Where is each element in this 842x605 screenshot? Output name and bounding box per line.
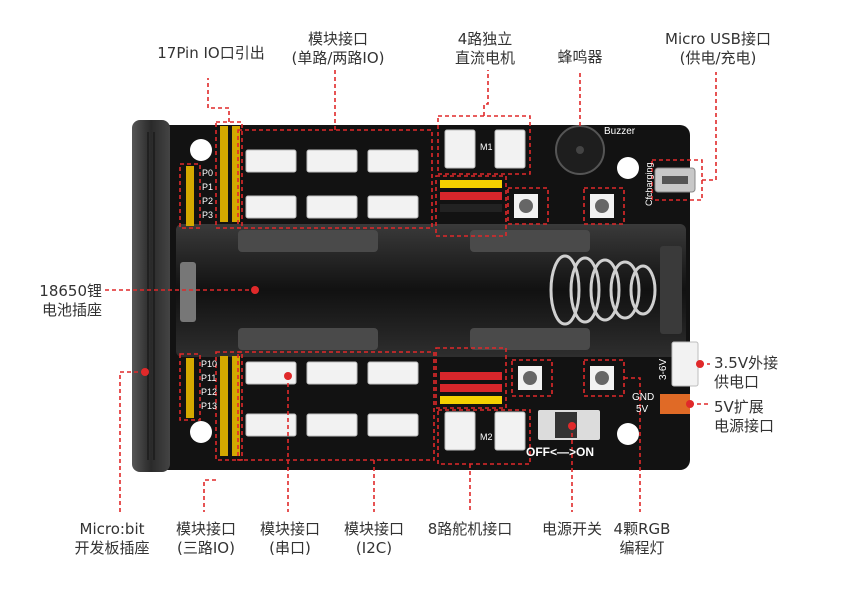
pin-label: P0 <box>202 168 213 178</box>
label-ext-power-out: 5V扩展 电源接口 <box>714 398 775 435</box>
silk-voltage: 3-6V <box>658 359 669 380</box>
pin-label: P12 <box>201 387 217 397</box>
mounting-holes <box>190 139 639 445</box>
pin-label: P13 <box>201 401 217 411</box>
label-micro-usb: Micro USB接口 (供电/充电) <box>665 30 771 67</box>
ext-power-out-connector <box>660 394 690 414</box>
label-battery: 18650锂 电池插座 <box>39 282 102 319</box>
rgb-leds <box>514 194 614 390</box>
label-pin-breakout: 17Pin IO口引出 <box>157 44 265 62</box>
label-power-switch: 电源开关 <box>541 520 602 538</box>
label-module-single-dual: 模块接口 (单路/两路IO) <box>291 30 385 67</box>
servo-headers-bottom <box>440 372 502 404</box>
microbit-socket <box>132 120 170 472</box>
pin-label: P11 <box>201 373 216 383</box>
motor-connectors <box>444 129 526 451</box>
label-microbit: Micro:bit 开发板插座 <box>74 520 150 557</box>
servo-headers-top <box>440 180 502 212</box>
silk-m2: M2 <box>480 432 493 442</box>
silk-gnd: GND <box>632 392 654 403</box>
silkscreen-text: Buzzer Cfcharging OFF<—>ON 3-6V GND 5V M… <box>480 126 669 459</box>
pin-headers <box>186 126 240 456</box>
silk-buzzer: Buzzer <box>604 126 636 137</box>
label-dc-motor: 4路独立 直流电机 <box>454 30 515 67</box>
label-module-serial: 模块接口 (串口) <box>259 520 320 557</box>
silk-m1: M1 <box>480 142 493 152</box>
label-rgb: 4颗RGB 编程灯 <box>613 520 671 557</box>
label-buzzer: 蜂鸣器 <box>557 48 603 66</box>
module-connectors-bottom <box>245 361 419 437</box>
silk-charging: Cfcharging <box>644 162 654 206</box>
label-module-triple: 模块接口 (三路IO) <box>175 520 236 557</box>
battery-spring <box>549 254 657 326</box>
ext-power-in-connector <box>671 341 699 387</box>
pin-label: P1 <box>202 182 213 192</box>
pin-label: P2 <box>202 196 213 206</box>
callout-dots <box>141 286 704 430</box>
label-ext-power-in: 3.5V外接 供电口 <box>714 354 779 391</box>
leader-lines <box>105 70 717 512</box>
module-connectors-top <box>245 149 419 219</box>
silk-5v: 5V <box>636 404 649 415</box>
battery-holder <box>176 224 686 357</box>
label-servo: 8路舵机接口 <box>427 520 513 538</box>
socket-slots <box>147 132 155 460</box>
pin-label: P3 <box>202 210 213 220</box>
pin-label: P10 <box>201 359 217 369</box>
silk-off-on: OFF<—>ON <box>526 445 594 459</box>
label-module-i2c: 模块接口 (I2C) <box>343 520 404 557</box>
